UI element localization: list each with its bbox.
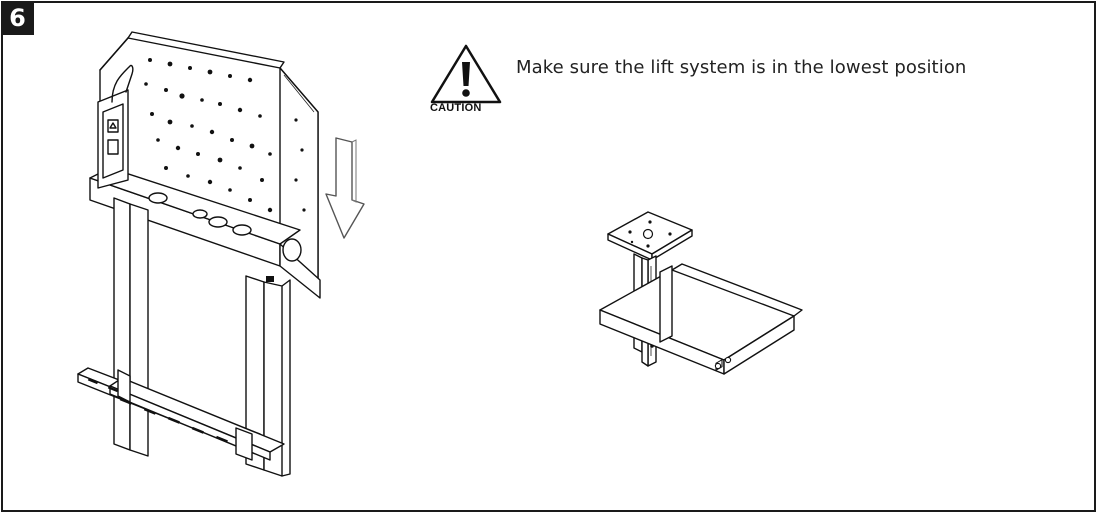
down-arrow-icon (325, 137, 365, 239)
lift-frame-illustration (77, 31, 321, 477)
shelf-bracket-illustration (599, 211, 803, 375)
step-number: 6 (9, 4, 26, 32)
instruction-text: Make sure the lift system is in the lowe… (516, 57, 967, 78)
step-number-badge: 6 (1, 1, 34, 35)
caution-label: CAUTION (430, 102, 482, 114)
warning-triangle-icon (430, 44, 502, 104)
